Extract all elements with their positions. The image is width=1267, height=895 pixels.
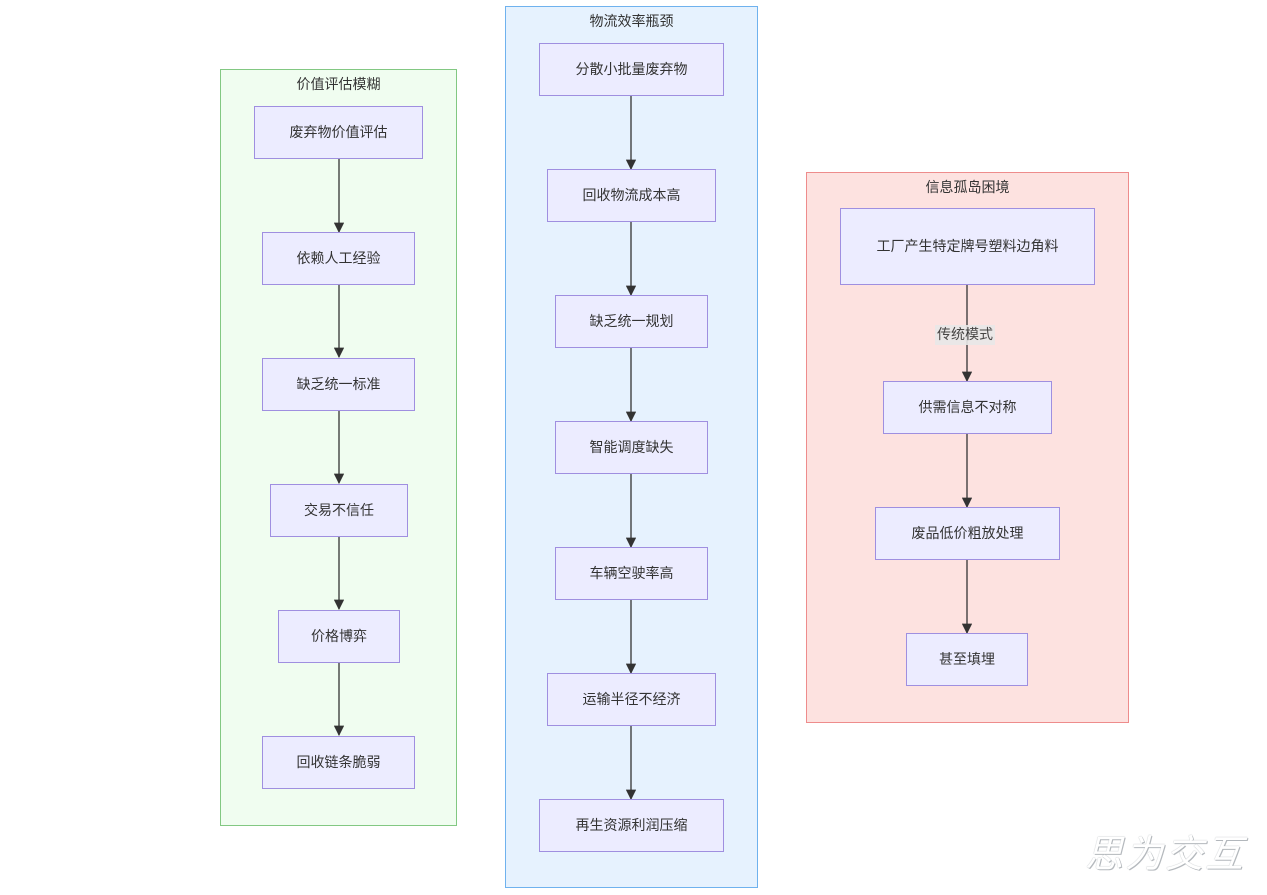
edge-label-traditional-mode: 传统模式 xyxy=(935,325,995,345)
node-lack-unified-standard[interactable]: 缺乏统一标准 xyxy=(262,358,415,411)
node-uneconomic-transport-radius[interactable]: 运输半径不经济 xyxy=(547,673,716,726)
node-low-price-crude-disposal[interactable]: 废品低价粗放处理 xyxy=(875,507,1060,560)
node-fragile-recycling-chain[interactable]: 回收链条脆弱 xyxy=(262,736,415,789)
node-factory-plastic-scraps[interactable]: 工厂产生特定牌号塑料边角料 xyxy=(840,208,1095,285)
node-waste-value-assessment[interactable]: 废弃物价值评估 xyxy=(254,106,423,159)
watermark-logo: 思为交互 xyxy=(1085,832,1246,876)
node-transaction-distrust[interactable]: 交易不信任 xyxy=(270,484,408,537)
node-supply-demand-asymmetry[interactable]: 供需信息不对称 xyxy=(883,381,1052,434)
node-even-landfill[interactable]: 甚至填埋 xyxy=(906,633,1028,686)
node-high-logistics-cost[interactable]: 回收物流成本高 xyxy=(547,169,716,222)
node-rely-on-manual-experience[interactable]: 依赖人工经验 xyxy=(262,232,415,285)
node-scattered-small-batch-waste[interactable]: 分散小批量废弃物 xyxy=(539,43,724,96)
cluster-title: 价值评估模糊 xyxy=(296,77,381,93)
node-high-empty-vehicle-rate[interactable]: 车辆空驶率高 xyxy=(555,547,708,600)
node-lack-unified-planning[interactable]: 缺乏统一规划 xyxy=(555,295,708,348)
node-compressed-recycling-profit[interactable]: 再生资源利润压缩 xyxy=(539,799,724,852)
node-price-game[interactable]: 价格博弈 xyxy=(278,610,400,663)
cluster-title: 物流效率瓶颈 xyxy=(589,14,674,30)
cluster-title: 信息孤岛困境 xyxy=(925,180,1010,196)
node-missing-smart-dispatch[interactable]: 智能调度缺失 xyxy=(555,421,708,474)
cluster-value-assessment: 价值评估模糊 xyxy=(220,69,457,826)
